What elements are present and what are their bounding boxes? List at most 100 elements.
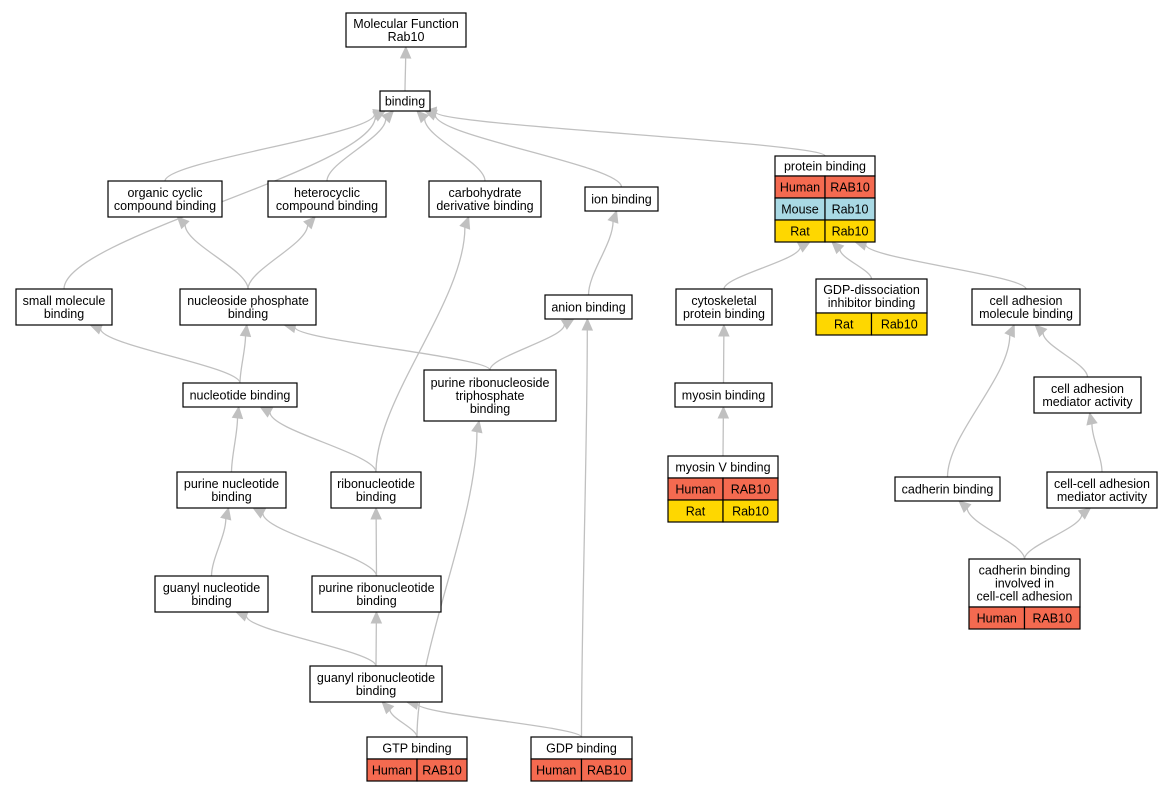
species-label: Rat [790, 225, 810, 239]
edge-myosinv-to-myosin [717, 405, 730, 457]
node-label: compound binding [114, 199, 216, 213]
species-label: Human [977, 612, 1017, 626]
edge-protein-to-binding [423, 106, 826, 157]
node-box [584, 186, 659, 212]
species-label: Rat [834, 318, 854, 332]
node-anion: anion binding [544, 294, 633, 320]
edge-line [294, 326, 491, 371]
arrowhead [89, 323, 104, 335]
node-box [971, 288, 1081, 326]
node-label: molecule binding [979, 307, 1073, 321]
node-box [154, 575, 269, 613]
edge-line [435, 111, 826, 157]
arrowhead [717, 405, 730, 419]
edge-nucleotide-to-nucphos [239, 323, 252, 384]
node-box [345, 12, 467, 48]
node-box [15, 288, 113, 326]
node-box [674, 382, 773, 408]
arrowhead [239, 323, 252, 338]
gene-label: Rab10 [881, 318, 918, 332]
arrowhead [370, 506, 382, 520]
node-label: organic cyclic [127, 186, 202, 200]
edge-line [424, 118, 486, 182]
edge-cadcell-to-cellcell [1023, 507, 1092, 560]
edge-line [375, 227, 466, 473]
node-label: myosin binding [682, 389, 765, 403]
edge-purribnuc-to-purnuc [252, 507, 378, 577]
edge-line [1023, 514, 1083, 560]
node-label: guanyl nucleotide [163, 581, 260, 595]
node-label: purine nucleotide [184, 477, 279, 491]
node-label: protein binding [683, 307, 765, 321]
node-label: binding [385, 95, 425, 109]
node-label: binding [228, 307, 268, 321]
gene-label: RAB10 [830, 181, 870, 195]
node-box [107, 180, 223, 218]
edge-nucphos-to-organic [176, 216, 249, 290]
node-box [968, 558, 1081, 608]
edge-nucleotide-to-small [89, 323, 241, 384]
node-label: mediator activity [1042, 395, 1133, 409]
edge-line [1091, 423, 1103, 473]
species-label: Human [780, 181, 820, 195]
edge-ribonuc-to-carbohydrate [375, 215, 471, 473]
node-label: derivative binding [436, 199, 533, 213]
edge-line [230, 417, 239, 473]
arrowhead [471, 419, 483, 434]
node-box [428, 180, 542, 218]
arrowhead [718, 323, 730, 337]
arrowhead [958, 500, 972, 513]
gene-label: Rab10 [832, 225, 869, 239]
node-box [423, 369, 557, 422]
edge-carbohydrate-to-binding [416, 110, 486, 182]
node-label: cell-cell adhesion [1054, 477, 1150, 491]
gene-cell [870, 312, 928, 336]
node-label: binding [211, 490, 251, 504]
edge-purribnuc-to-ribonuc [370, 506, 382, 577]
arrowhead [581, 317, 594, 331]
arrowhead [607, 209, 619, 224]
node-label: involved in [995, 577, 1054, 591]
edge-gtp-to-guanylrib [381, 701, 418, 738]
node-nucleotide: nucleotide binding [182, 382, 298, 408]
gene-cell [416, 758, 468, 782]
edge-line [416, 703, 583, 738]
edge-cadherin-to-celladh [946, 323, 1015, 478]
node-label: binding [356, 490, 396, 504]
edge-line [1042, 332, 1089, 378]
node-box [894, 476, 1001, 502]
species-label: Human [675, 483, 715, 497]
edge-line [865, 244, 1027, 290]
edge-line [839, 249, 873, 280]
edge-celladhmed-to-celladh [1034, 324, 1089, 378]
node-box [1033, 376, 1142, 414]
arrowhead [1004, 323, 1015, 338]
node-cadherin: cadherin binding [894, 476, 1001, 502]
node-label: binding [44, 307, 84, 321]
node-binding: binding [379, 90, 431, 112]
gene-label: RAB10 [731, 483, 771, 497]
gene-cell [824, 219, 876, 243]
edge-heterocyclic-to-binding [326, 110, 395, 182]
edge-line [580, 329, 588, 738]
node-label: binding [356, 684, 396, 698]
edge-line [966, 508, 1026, 560]
edge-line [389, 709, 418, 738]
edge-line [100, 328, 241, 384]
node-box [182, 382, 298, 408]
node-box [330, 471, 422, 509]
edge-gdp-to-anion [580, 317, 594, 738]
